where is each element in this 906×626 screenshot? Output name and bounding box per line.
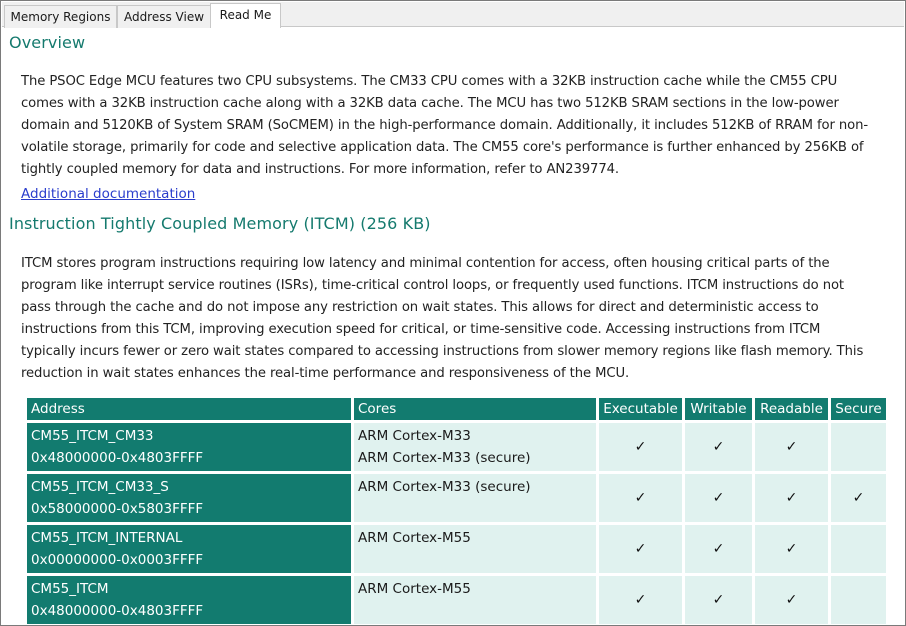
address-cell: CM55_ITCM_CM33_S 0x58000000-0x5803FFFF	[27, 474, 351, 522]
checkmark-icon: ✓	[785, 541, 798, 557]
secure-cell: ✓	[831, 474, 886, 522]
secure-cell	[831, 423, 886, 471]
tab-memory-regions[interactable]: Memory Regions	[4, 5, 117, 28]
readable-cell: ✓	[755, 423, 828, 471]
tab-address-view[interactable]: Address View	[117, 5, 211, 28]
overview-heading: Overview	[9, 33, 86, 52]
region-name: CM55_ITCM_CM33_S	[31, 479, 169, 495]
header-writable: Writable	[685, 398, 752, 420]
core-name: ARM Cortex-M55	[358, 581, 471, 597]
itcm-memory-table: Address Cores Executable Writable Readab…	[24, 395, 889, 626]
overview-line: tightly coupled memory for data and inst…	[21, 162, 620, 177]
readable-cell: ✓	[755, 474, 828, 522]
address-cell: CM55_ITCM 0x48000000-0x4803FFFF	[27, 576, 351, 624]
checkmark-icon: ✓	[712, 439, 725, 455]
itcm-line: typically incurs fewer or zero wait stat…	[21, 344, 864, 359]
overview-line: domain and 5120KB of System SRAM (SoCMEM…	[21, 118, 869, 133]
address-cell: CM55_ITCM_CM33 0x48000000-0x4803FFFF	[27, 423, 351, 471]
tab-read-me[interactable]: Read Me	[210, 3, 281, 28]
cores-cell: ARM Cortex-M33 (secure)	[354, 474, 596, 522]
secure-cell	[831, 576, 886, 624]
region-range: 0x58000000-0x5803FFFF	[31, 501, 204, 517]
writable-cell: ✓	[685, 474, 752, 522]
readable-cell: ✓	[755, 576, 828, 624]
checkmark-icon: ✓	[712, 490, 725, 506]
writable-cell: ✓	[685, 576, 752, 624]
core-name: ARM Cortex-M33 (secure)	[358, 479, 531, 495]
itcm-line: program like interrupt service routines …	[21, 278, 844, 293]
table-row: CM55_ITCM_CM33_S 0x58000000-0x5803FFFF ARM…	[27, 474, 886, 522]
region-name: CM55_ITCM_INTERNAL	[31, 530, 183, 546]
itcm-line: reduction in wait states enhances the re…	[21, 366, 630, 381]
cores-cell: ARM Cortex-M55	[354, 525, 596, 573]
address-cell: CM55_ITCM_INTERNAL 0x00000000-0x0003FFFF	[27, 525, 351, 573]
overview-line: The PSOC Edge MCU features two CPU subsy…	[21, 74, 838, 89]
table-header-row: Address Cores Executable Writable Readab…	[27, 398, 886, 420]
region-range: 0x00000000-0x0003FFFF	[31, 552, 204, 568]
itcm-line: ITCM stores program instructions requiri…	[21, 256, 830, 271]
overview-text: The PSOC Edge MCU features two CPU subsy…	[21, 71, 889, 181]
core-name: ARM Cortex-M55	[358, 530, 471, 546]
checkmark-icon: ✓	[712, 541, 725, 557]
checkmark-icon: ✓	[634, 490, 647, 506]
executable-cell: ✓	[599, 474, 682, 522]
checkmark-icon: ✓	[634, 541, 647, 557]
itcm-heading: Instruction Tightly Coupled Memory (ITCM…	[9, 214, 431, 233]
checkmark-icon: ✓	[785, 490, 798, 506]
table-row: CM55_ITCM_CM33 0x48000000-0x4803FFFF ARM C…	[27, 423, 886, 471]
region-range: 0x48000000-0x4803FFFF	[31, 450, 204, 466]
header-address: Address	[27, 398, 351, 420]
region-range: 0x48000000-0x4803FFFF	[31, 603, 204, 619]
checkmark-icon: ✓	[634, 592, 647, 608]
tab-bar: Memory Regions Address View Read Me	[2, 2, 904, 28]
table-body: CM55_ITCM_CM33 0x48000000-0x4803FFFF ARM C…	[27, 423, 886, 624]
region-name: CM55_ITCM	[31, 581, 109, 597]
overview-line: volatile storage, primarily for code and…	[21, 140, 864, 155]
header-executable: Executable	[599, 398, 682, 420]
header-readable: Readable	[755, 398, 828, 420]
core-name: ARM Cortex-M33	[358, 428, 471, 444]
writable-cell: ✓	[685, 423, 752, 471]
region-name: CM55_ITCM_CM33	[31, 428, 154, 444]
cores-cell: ARM Cortex-M55	[354, 576, 596, 624]
checkmark-icon: ✓	[852, 490, 865, 506]
itcm-line: pass through the cache and do not impose…	[21, 300, 819, 315]
checkmark-icon: ✓	[785, 439, 798, 455]
additional-documentation-link[interactable]: Additional documentation	[21, 186, 196, 202]
itcm-line: instructions from this TCM, improving ex…	[21, 322, 821, 337]
writable-cell: ✓	[685, 525, 752, 573]
header-cores: Cores	[354, 398, 596, 420]
table-row: CM55_ITCM 0x48000000-0x4803FFFF ARM Cortex…	[27, 576, 886, 624]
checkmark-icon: ✓	[712, 592, 725, 608]
secure-cell	[831, 525, 886, 573]
executable-cell: ✓	[599, 423, 682, 471]
overview-line: comes with a 32KB instruction cache alon…	[21, 96, 839, 111]
executable-cell: ✓	[599, 525, 682, 573]
table-row: CM55_ITCM_INTERNAL 0x00000000-0x0003FFFF A…	[27, 525, 886, 573]
itcm-text: ITCM stores program instructions requiri…	[21, 253, 889, 385]
readme-content: Overview The PSOC Edge MCU features two …	[2, 28, 904, 625]
readable-cell: ✓	[755, 525, 828, 573]
header-secure: Secure	[831, 398, 886, 420]
core-name: ARM Cortex-M33 (secure)	[358, 450, 531, 466]
checkmark-icon: ✓	[634, 439, 647, 455]
checkmark-icon: ✓	[785, 592, 798, 608]
executable-cell: ✓	[599, 576, 682, 624]
